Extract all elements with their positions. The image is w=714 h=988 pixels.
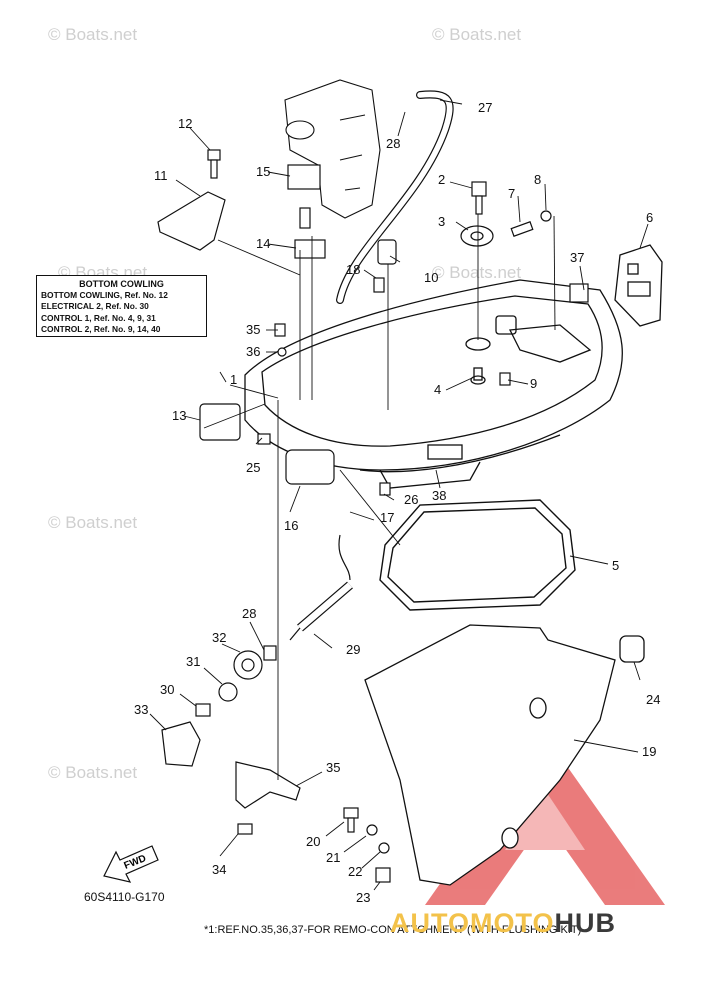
callout-29: 29 xyxy=(346,642,360,657)
callout-21: 21 xyxy=(326,850,340,865)
label-line: ELECTRICAL 2, Ref. No. 30 xyxy=(41,301,149,312)
callout-38: 37 xyxy=(570,250,584,265)
automotohub-logo: AUTOMOTOHUB xyxy=(390,908,616,939)
callout-25: 25 xyxy=(246,460,260,475)
callout-35: 35 xyxy=(326,760,340,775)
bracket xyxy=(157,191,226,251)
watermark: © Boats.net xyxy=(432,263,521,282)
callout-30: 30 xyxy=(160,682,174,697)
seal-gasket xyxy=(379,499,576,611)
callout-10: 10 xyxy=(424,270,438,285)
callout-8: 8 xyxy=(534,172,541,187)
watermark: © Boats.net xyxy=(48,513,137,532)
callout-26: 26 xyxy=(404,492,418,507)
engine-bracket xyxy=(284,79,381,219)
callout-6: 6 xyxy=(646,210,653,225)
callout-13: 13 xyxy=(172,408,186,423)
callout-9: 9 xyxy=(530,376,537,391)
fwd-arrow-icon: FWD xyxy=(103,845,159,883)
watermark: © Boats.net xyxy=(48,763,137,782)
lower-cowling xyxy=(364,624,645,886)
callout-24: 24 xyxy=(646,692,660,707)
callout-36: 35 xyxy=(246,322,260,337)
callout-22: 22 xyxy=(348,864,362,879)
callout-32: 32 xyxy=(212,630,226,645)
callout-5: 5 xyxy=(612,558,619,573)
callout-31: 31 xyxy=(186,654,200,669)
logo-text-b: HUB xyxy=(554,908,617,938)
callout-20: 20 xyxy=(306,834,320,849)
watermark: © Boats.net xyxy=(48,25,137,44)
callout-27: 27 xyxy=(478,100,492,115)
callout-1: 1 xyxy=(230,372,237,387)
callout-16: 16 xyxy=(284,518,298,533)
label-line: CONTROL 1, Ref. No. 4, 9, 31 xyxy=(41,312,156,323)
callout-4: 4 xyxy=(434,382,441,397)
callout-2: 2 xyxy=(438,172,445,187)
automotohub-logo-mark xyxy=(425,735,665,905)
callout-15: 15 xyxy=(256,164,270,179)
watermark: © Boats.net xyxy=(432,25,521,44)
diagram-code: 60S4110-G170 xyxy=(84,890,165,904)
callout-14: 14 xyxy=(256,236,270,251)
grommet-part xyxy=(614,244,663,327)
logo-text-a: AUTOMOTO xyxy=(390,908,555,938)
bottom-cowling-label: BOTTOM COWLING BOTTOM COWLING, Ref. No. … xyxy=(36,275,207,337)
callout-23: 23 xyxy=(356,890,370,905)
fasteners xyxy=(199,149,589,496)
callout-18: 18 xyxy=(346,262,360,277)
callout-28b: 28 xyxy=(242,606,256,621)
callout-39: 38 xyxy=(432,488,446,503)
callout-numbers: 12 11 15 14 2 3 7 8 6 27 28 18 10 37 35 … xyxy=(134,100,660,905)
callout-12: 12 xyxy=(178,116,192,131)
callout-28: 28 xyxy=(386,136,400,151)
callout-19: 19 xyxy=(642,744,656,759)
lower-left-parts xyxy=(161,645,301,835)
callout-17: 17 xyxy=(380,510,394,525)
callout-3: 3 xyxy=(438,214,445,229)
leader-lines xyxy=(149,99,649,891)
label-line: BOTTOM COWLING, Ref. No. 12 xyxy=(41,290,168,301)
label-title: BOTTOM COWLING xyxy=(79,279,164,289)
callout-11: 11 xyxy=(154,168,168,183)
cable xyxy=(289,534,353,641)
label-line: CONTROL 2, Ref. No. 9, 14, 40 xyxy=(41,323,161,334)
fasteners-lower xyxy=(343,807,391,883)
callout-33: 33 xyxy=(134,702,148,717)
callout-37: 36 xyxy=(246,344,260,359)
bottom-cowling xyxy=(244,279,623,489)
callout-34: 34 xyxy=(212,862,226,877)
callout-7: 7 xyxy=(508,186,515,201)
footnote: *1:REF.NO.35,36,37-FOR REMO-CON ATTCHMEN… xyxy=(204,924,582,936)
